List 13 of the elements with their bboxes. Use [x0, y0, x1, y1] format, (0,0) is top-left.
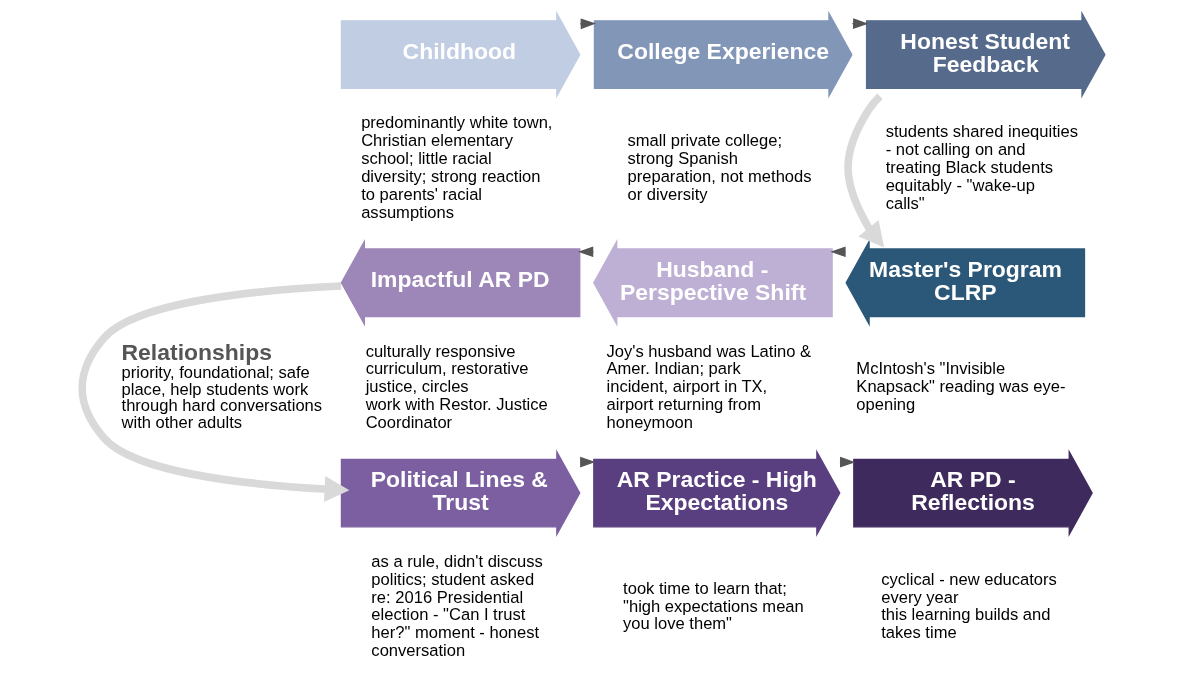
node-label: predominantly white town, Christian elementary school; little racial diversity; strong reaction to parents' racial assumptions	[361, 113, 553, 222]
node-label: work with Restor. Justice Coordinator	[365, 395, 548, 432]
node-label: small private college; strong Spanish preparation, not methods or diversity	[627, 131, 812, 204]
arrow	[579, 18, 596, 30]
node-label: as a rule, didn't discuss politics; student asked re: 2016 Presidential election - "Can I trust her?" moment - honest conversation	[371, 551, 543, 661]
label: Relationships	[121, 339, 272, 366]
node-label: Joy's husband was Latino & Amer. Indian; park incident, airport in TX, airport returning from honeymoon	[606, 341, 812, 432]
node-label: McIntosh's "Invisible Knapsack" reading was eye-opening	[856, 359, 1066, 415]
node-label: took time to learn that; "high expectations mean you love them"	[623, 578, 804, 634]
arrow	[78, 282, 350, 503]
node-label: students shared inequities - not calling on and treating Black students equitably - "wake-up calls"	[885, 122, 1078, 213]
arrow	[844, 93, 885, 248]
node-label: this learning builds and takes time	[881, 605, 1051, 643]
